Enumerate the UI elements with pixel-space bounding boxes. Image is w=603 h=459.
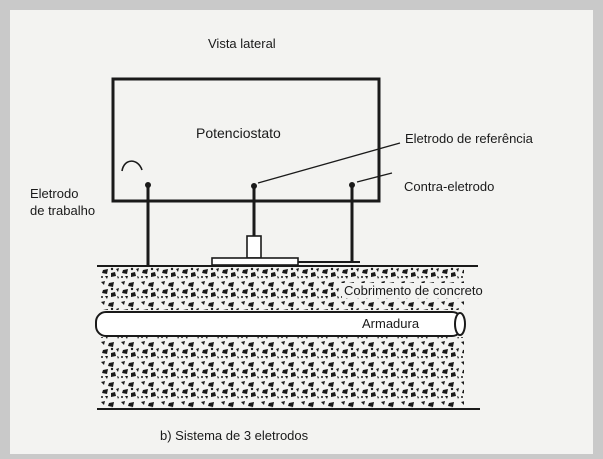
reference-electrode-body xyxy=(246,235,262,259)
working-electrode-lead xyxy=(121,160,143,172)
potentiostat-box xyxy=(111,77,381,203)
counter-electrode-label: Contra-eletrodo xyxy=(404,179,495,194)
figure-caption: b) Sistema de 3 eletrodos xyxy=(160,428,309,443)
rebar-end xyxy=(454,312,466,336)
reference-electrode-label: Eletrodo de referência xyxy=(405,131,533,146)
working-electrode-label-line2: de trabalho xyxy=(30,203,96,218)
concrete-cover-label: Cobrimento de concreto xyxy=(342,283,485,298)
view-title: Vista lateral xyxy=(208,36,276,51)
counter-label-leader xyxy=(356,172,393,183)
sponge-pad xyxy=(211,257,299,266)
potentiostat-label: Potenciostato xyxy=(196,125,281,141)
concrete-lower xyxy=(100,337,464,409)
rebar-label: Armadura xyxy=(362,316,420,331)
working-electrode-label-line1: Eletrodo xyxy=(30,186,79,201)
reference-label-leader xyxy=(257,142,401,184)
